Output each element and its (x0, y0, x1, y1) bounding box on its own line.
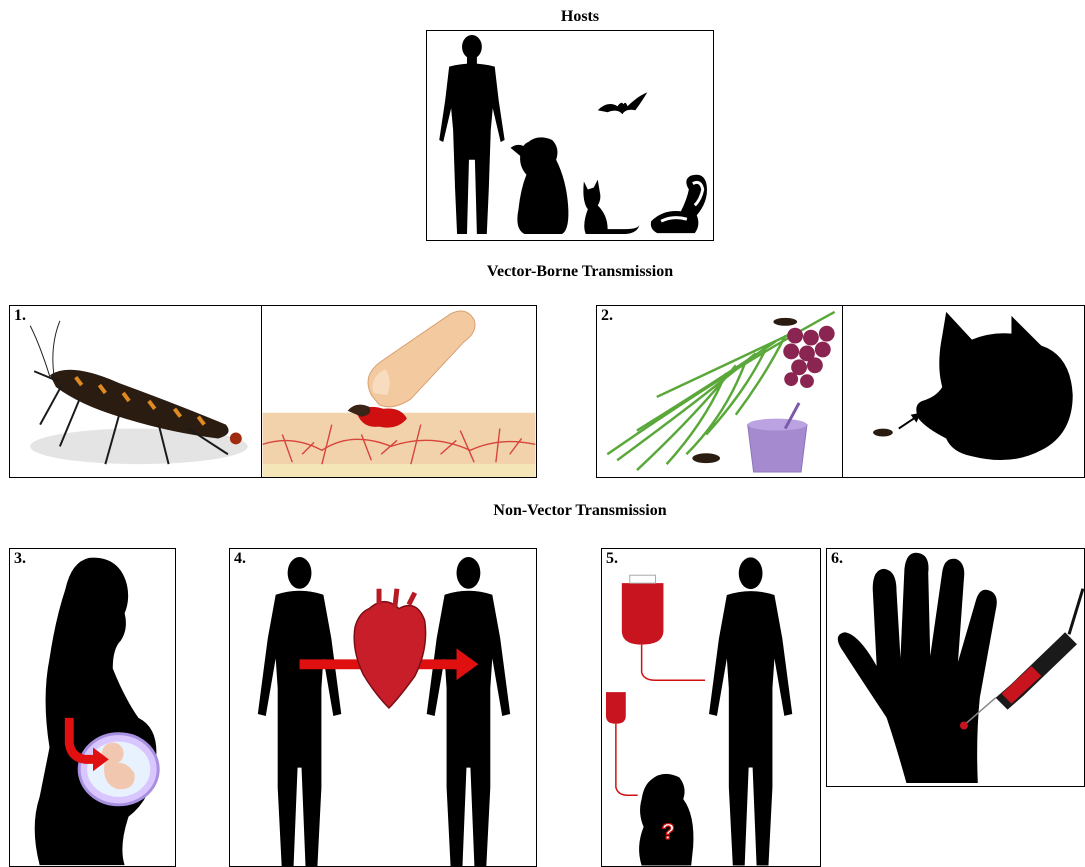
tube-to-dog-icon (616, 724, 638, 795)
dog-head-silhouette-icon (916, 312, 1072, 460)
blood-bag-large-icon (622, 575, 664, 644)
panel-1-skin (261, 305, 537, 478)
transplant-illustration (230, 549, 536, 866)
panel-4-number: 4. (234, 550, 246, 568)
donor-silhouette-icon (258, 557, 341, 866)
panel-4-transplant: 4. (229, 548, 537, 867)
blood-bag-small-icon (606, 692, 626, 724)
smoothie-cup-icon (748, 403, 807, 472)
vector-borne-title: Vector-Borne Transmission (380, 263, 780, 281)
tube-to-human-icon (642, 645, 705, 681)
needlestick-illustration (827, 549, 1084, 786)
panel-2-food: 2. (596, 305, 844, 478)
blood-drop-icon (960, 722, 968, 730)
tiny-bug-icon (873, 429, 893, 437)
skunk-silhouette-icon (651, 175, 707, 233)
hosts-illustration (427, 31, 713, 240)
human-recipient-silhouette-icon (709, 557, 792, 865)
kissing-bug-illustration (10, 306, 262, 477)
hosts-title: Hosts (500, 8, 660, 26)
panel-3-congenital: 3. (9, 548, 176, 867)
non-vector-title: Non-Vector Transmission (380, 502, 780, 520)
human-silhouette-icon (439, 35, 504, 234)
panel-2-dog (842, 305, 1085, 478)
panel-1-bug: 1. (9, 305, 263, 478)
panel-2-number: 2. (601, 307, 613, 325)
dog-eating-bug-illustration (843, 306, 1084, 477)
hand-silhouette-icon (838, 553, 997, 783)
congenital-illustration (10, 549, 175, 866)
hosts-panel (426, 30, 714, 241)
bat-silhouette-icon (598, 92, 648, 114)
panel-6-number: 6. (831, 550, 843, 568)
transfusion-illustration: ? (602, 549, 820, 866)
panel-6-needlestick: 6. (826, 548, 1085, 787)
oral-transmission-illustration (597, 306, 843, 477)
grapes-icon (783, 326, 834, 388)
recipient-silhouette-icon (427, 557, 510, 866)
panel-5-transfusion: 5. ? (601, 548, 821, 867)
panel-5-number: 5. (606, 550, 618, 568)
dog-silhouette-icon (511, 137, 569, 234)
panel-3-number: 3. (14, 550, 26, 568)
question-mark-label: ? (661, 819, 674, 844)
skin-bite-illustration (262, 306, 536, 477)
finger-icon (368, 311, 475, 407)
heart-organ-icon (354, 589, 425, 708)
cat-silhouette-icon (583, 180, 639, 234)
panel-1-number: 1. (14, 307, 26, 325)
fetus-icon (79, 734, 158, 805)
pregnant-woman-silhouette-icon (35, 558, 157, 865)
